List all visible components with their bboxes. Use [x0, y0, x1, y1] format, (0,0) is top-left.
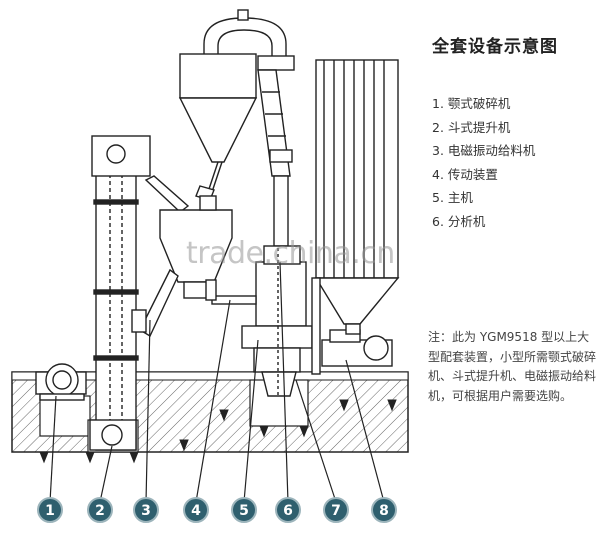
legend: 1. 颚式破碎机 2. 斗式提升机 3. 电磁振动给料机 4. 传动装置 5. …	[432, 92, 535, 234]
note-text: 注：此为 YGM9518 型以上大型配套装置，小型所需颚式破碎机、斗式提升机、电…	[428, 330, 597, 403]
legend-item: 5. 主机	[432, 190, 473, 206]
dust-collector	[311, 59, 400, 375]
legend-item: 3. 电磁振动给料机	[432, 143, 536, 159]
badge-1-label: 1	[45, 503, 55, 519]
bucket-elevator	[89, 135, 151, 451]
badge-2-label: 2	[95, 503, 105, 519]
main-mill	[241, 245, 313, 397]
badge-6: 6	[275, 497, 301, 523]
watermark: trade.china.cn	[186, 236, 395, 271]
badge-4-label: 4	[191, 503, 201, 519]
badge-5: 5	[231, 497, 257, 523]
cyclone-collector	[178, 53, 258, 211]
badge-1: 1	[37, 497, 63, 523]
badge-2: 2	[87, 497, 113, 523]
leader-lines	[49, 261, 385, 503]
badge-4: 4	[183, 497, 209, 523]
badge-8-label: 8	[379, 503, 389, 519]
legend-item: 4. 传动装置	[432, 166, 498, 182]
vibrating-feeder	[131, 268, 179, 337]
badge-5-label: 5	[239, 503, 249, 519]
transmission	[205, 279, 257, 305]
jaw-crusher	[35, 363, 87, 401]
callout-badges: 1 2 3 4 5 6 7 8	[37, 497, 397, 523]
legend-item: 1. 颚式破碎机	[432, 96, 511, 111]
badge-7: 7	[323, 497, 349, 523]
badge-8: 8	[371, 497, 397, 523]
blower	[321, 329, 393, 367]
storage-hopper	[159, 209, 233, 299]
badge-7-label: 7	[331, 503, 341, 519]
feed-chute	[144, 175, 190, 213]
badge-3-label: 3	[141, 503, 151, 519]
badge-3: 3	[133, 497, 159, 523]
air-duct	[203, 9, 295, 247]
diagram-title: 全套设备示意图	[432, 37, 558, 57]
badge-6-label: 6	[283, 503, 293, 519]
legend-item: 6. 分析机	[432, 213, 486, 229]
legend-item: 2. 斗式提升机	[432, 119, 511, 135]
